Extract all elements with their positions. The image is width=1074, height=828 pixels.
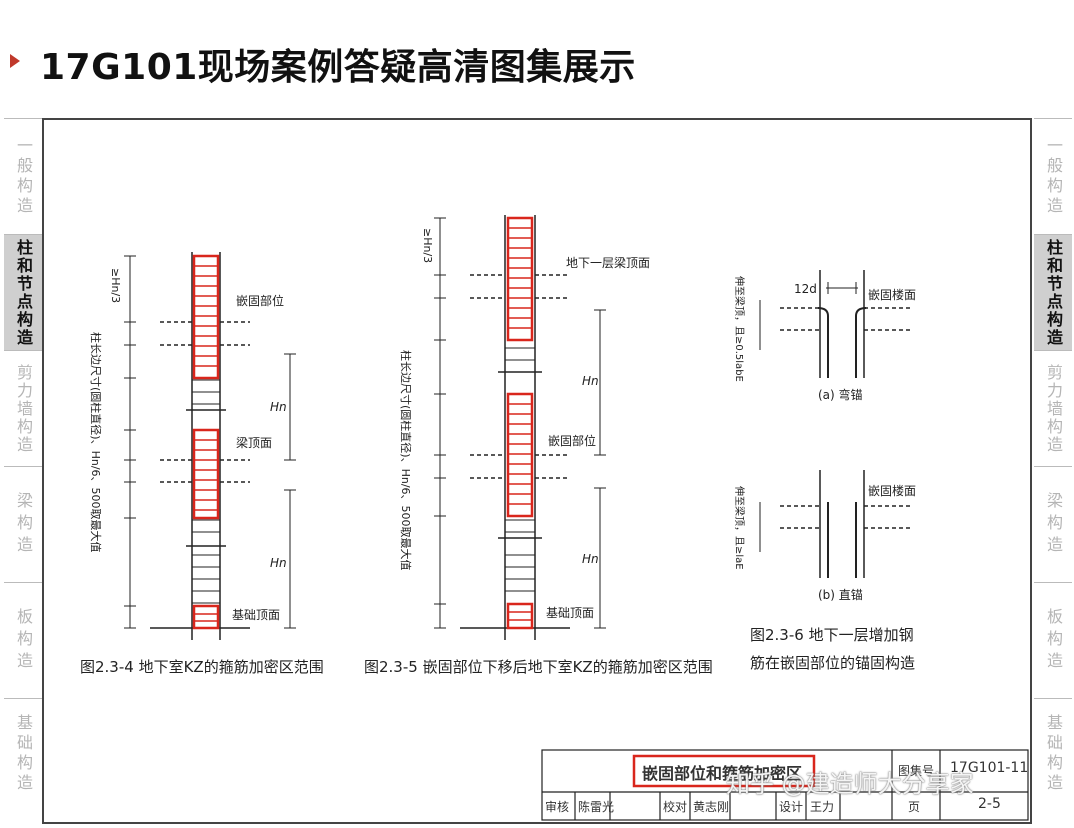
title-block-drawing-name: 嵌固部位和箍筋加密区 [642, 764, 803, 783]
fig1-hn-upper: Hn [270, 400, 287, 414]
fig3b-caption: (b) 直锚 [818, 588, 863, 602]
tab-beam[interactable]: 梁构造 [1034, 466, 1072, 582]
fig2-hn-upper: Hn [582, 374, 599, 388]
fig3a-caption: (a) 弯锚 [818, 388, 863, 402]
fig1-hn-lower: Hn [270, 556, 287, 570]
tab-shear-wall[interactable]: 剪力墙构造 [1034, 350, 1072, 466]
title-block-reviewer: 陈雷光 [578, 800, 615, 814]
fig2-side-note: 柱长边尺寸(圆柱直径)、Hn/6、500取最大值 [399, 350, 412, 571]
fig1-hn3-label: ≥Hn/3 [109, 268, 122, 304]
tab-slab[interactable]: 板构造 [4, 582, 42, 698]
tab-label: 梁构造 [14, 491, 33, 558]
watermark: 知乎 @建造师大分享家 [726, 770, 974, 798]
tab-beam[interactable]: 梁构造 [4, 466, 42, 582]
fig3a-side: 伸至梁顶，且≥0.5labE [733, 276, 744, 382]
fig3b-embed-label: 嵌固楼面 [868, 484, 917, 498]
tab-general[interactable]: 一般构造 [4, 118, 42, 234]
title-block-designer-label: 设计 [779, 800, 804, 814]
tab-foundation[interactable]: 基础构造 [4, 698, 42, 808]
fig3a-detail [759, 270, 910, 378]
fig1-embed-label: 嵌固部位 [236, 294, 285, 308]
fig2-column [460, 215, 570, 640]
fig2-rebar-ties [508, 227, 532, 621]
fig2-caption: 图2.3-5 嵌固部位下移后地下室KZ的箍筋加密区范围 [364, 658, 713, 676]
fig2-rebar [506, 216, 534, 630]
fig1-dimensions [124, 255, 296, 629]
fig1-foundation-label: 基础顶面 [232, 608, 281, 622]
fig2-embed-label: 嵌固部位 [548, 434, 597, 448]
tab-column[interactable]: 柱和节点构造 [1034, 234, 1072, 350]
tab-label: 柱和节点构造 [1044, 238, 1063, 347]
fig2-hn3-label: ≥Hn/3 [421, 228, 434, 264]
fig3-caption-line2: 筋在嵌固部位的锚固构造 [750, 654, 916, 672]
fig3-caption-line1: 图2.3-6 地下一层增加钢 [750, 626, 914, 644]
tab-label: 梁构造 [1044, 491, 1063, 558]
drawing-sheet [42, 118, 1032, 824]
tab-column[interactable]: 柱和节点构造 [4, 234, 42, 350]
tab-slab[interactable]: 板构造 [1034, 582, 1072, 698]
tab-label: 基础构造 [1044, 713, 1063, 794]
fig3b-side: 伸至梁顶，且≥laE [733, 486, 744, 570]
title-block-checker-label: 校对 [663, 800, 688, 814]
fig1-rebar-ties [194, 265, 218, 622]
fig1-rebar [192, 254, 220, 630]
fig1-beam-top-label: 梁顶面 [236, 436, 273, 450]
title-block-atlas-no: 17G101-11 [950, 760, 1029, 776]
tab-shear-wall[interactable]: 剪力墙构造 [4, 350, 42, 466]
fig1-side-note: 柱长边尺寸(圆柱直径)、Hn/6、500取最大值 [89, 332, 102, 553]
fig3a-embed-label: 嵌固楼面 [868, 288, 917, 302]
tab-label: 板构造 [14, 607, 33, 674]
tab-general[interactable]: 一般构造 [1034, 118, 1072, 234]
tab-label: 板构造 [1044, 607, 1063, 674]
tab-label: 一般构造 [14, 136, 33, 217]
title-block-page-label: 页 [908, 800, 921, 814]
fig2-foundation-label: 基础顶面 [546, 606, 595, 620]
title-block-page-no: 2-5 [978, 796, 1001, 812]
title-arrow-icon [10, 54, 20, 68]
title-block-checker: 黄志刚 [693, 800, 730, 814]
title-block-lines [541, 749, 1029, 821]
fig2-dimensions [434, 217, 606, 629]
title-block-designer: 王力 [810, 800, 835, 814]
tab-label: 柱和节点构造 [14, 238, 33, 347]
title-block-reviewer-label: 审核 [545, 800, 570, 814]
tab-label: 剪力墙构造 [14, 363, 33, 454]
tab-foundation[interactable]: 基础构造 [1034, 698, 1072, 808]
fig2-basement-top-label: 地下一层梁顶面 [566, 256, 651, 270]
fig3a-12d: 12d [794, 282, 817, 296]
fig2-hn-lower: Hn [582, 552, 599, 566]
tab-label: 基础构造 [14, 713, 33, 794]
fig3b-detail [759, 470, 910, 578]
title-block-atlas-label: 图集号 [898, 764, 935, 778]
title-block-highlight [632, 754, 816, 788]
tab-label: 一般构造 [1044, 136, 1063, 217]
page-title: 17G101现场案例答疑高清图集展示 [40, 47, 636, 88]
tab-label: 剪力墙构造 [1044, 363, 1063, 454]
fig1-column [150, 252, 250, 640]
fig1-caption: 图2.3-4 地下室KZ的箍筋加密区范围 [80, 658, 324, 676]
header: 17G101现场案例答疑高清图集展示 [0, 30, 1074, 90]
